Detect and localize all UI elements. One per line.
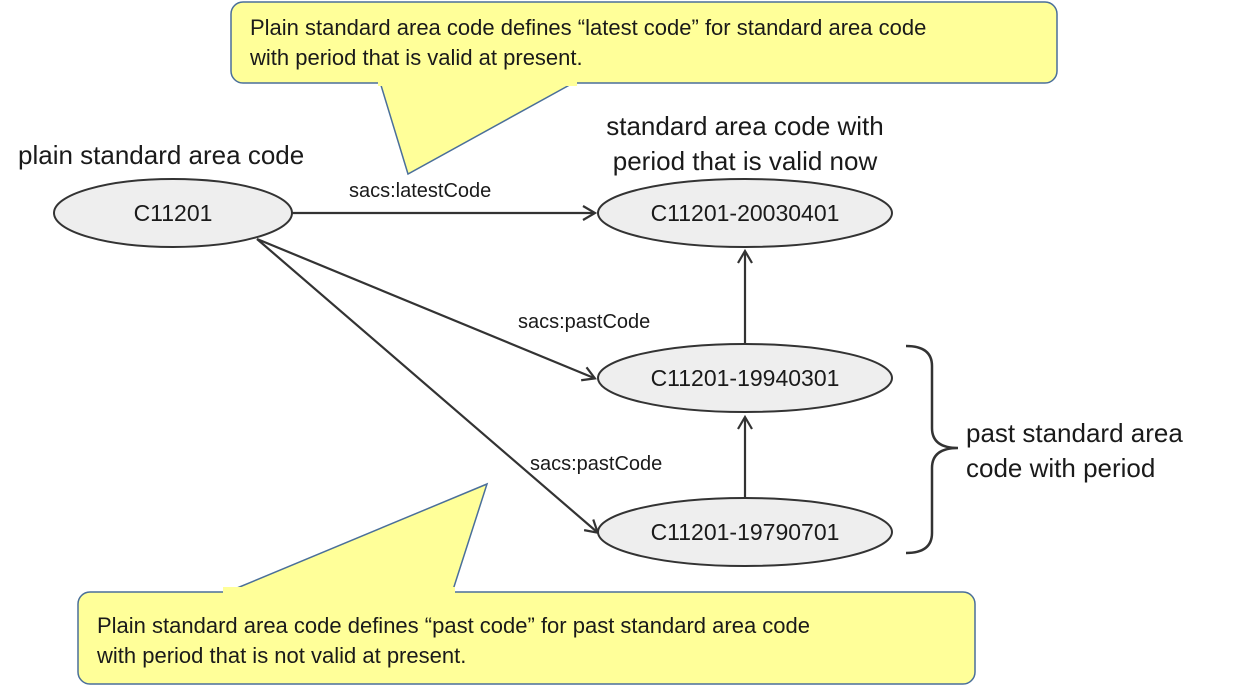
bottom-callout-line1: Plain standard area code defines “past c… xyxy=(97,613,810,638)
latest-code-label: sacs:latestCode xyxy=(349,180,491,202)
top-callout: Plain standard area code defines “latest… xyxy=(230,1,1058,176)
bottom-callout-line2: with period that is not valid at present… xyxy=(96,643,466,668)
node-past-1: C11201-19940301 xyxy=(597,343,893,413)
top-callout-box xyxy=(230,1,1058,84)
past-code-heading-line2: code with period xyxy=(966,453,1155,483)
node-past-2-shape xyxy=(597,497,893,567)
bottom-callout: Plain standard area code defines “past c… xyxy=(77,482,976,685)
node-plain: C11201 xyxy=(53,178,293,248)
past-code-arrow-b xyxy=(256,238,600,535)
node-current-label: C11201-20030401 xyxy=(651,200,840,226)
bottom-callout-box xyxy=(77,591,976,685)
node-past-2-label: C11201-19790701 xyxy=(651,519,840,545)
plain-code-heading: plain standard area code xyxy=(18,140,304,170)
past-code-heading-line1: past standard area xyxy=(966,418,1183,448)
node-current-shape xyxy=(597,178,893,248)
bottom-callout-pointer xyxy=(224,482,489,594)
top-callout-line1: Plain standard area code defines “latest… xyxy=(250,15,926,40)
current-code-heading-line1: standard area code with xyxy=(606,111,884,141)
past-codes-brace xyxy=(905,344,959,555)
past-code-arrow-a xyxy=(256,237,597,382)
node-past-1-shape xyxy=(597,343,893,413)
past-code-label-b: sacs:pastCode xyxy=(530,453,662,475)
node-plain-shape xyxy=(53,178,293,248)
top-callout-line2: with period that is valid at present. xyxy=(249,45,583,70)
node-past-1-label: C11201-19940301 xyxy=(651,365,840,391)
current-code-heading-line2: period that is valid now xyxy=(613,146,878,176)
node-plain-label: C11201 xyxy=(134,200,213,226)
node-current: C11201-20030401 xyxy=(597,178,893,248)
node-past-2: C11201-19790701 xyxy=(597,497,893,567)
past-code-label-a: sacs:pastCode xyxy=(518,311,650,333)
top-callout-pointer xyxy=(378,81,576,176)
